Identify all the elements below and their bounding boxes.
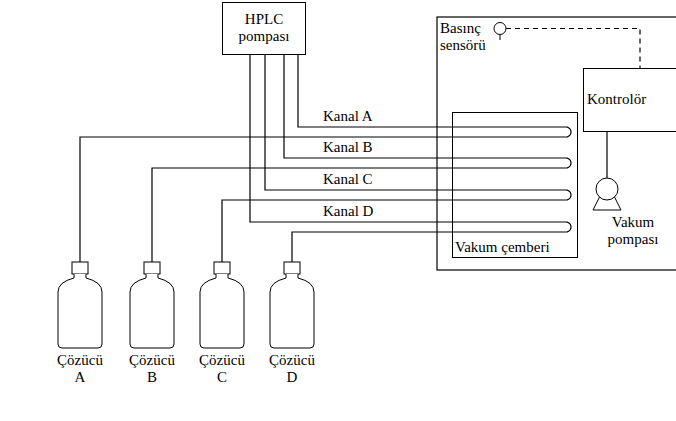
node-label: Vakum pompası [598, 214, 668, 248]
channel-label: Kanal C [322, 171, 374, 188]
channel-label: Kanal D [322, 203, 374, 220]
sensor-stem [500, 35, 501, 41]
signal-line [506, 29, 640, 69]
vacuum-chamber: Vakum çemberi [452, 112, 578, 258]
node-label: Vakum çemberi [455, 239, 575, 256]
node-label: HPLC pompası [226, 11, 302, 45]
hplc-pump-box: HPLC pompası [222, 2, 306, 55]
bottle-body [130, 274, 174, 348]
channel-tube [222, 55, 571, 262]
node-label: Çözücü C [196, 352, 248, 386]
channel-label: Kanal A [322, 108, 374, 125]
bottle-body [200, 274, 244, 348]
node-label: Çözücü A [54, 352, 106, 386]
channel-tube [80, 55, 571, 262]
channel-label: Kanal B [322, 139, 374, 156]
bottle-cap [284, 262, 300, 274]
node-label: Basınç sensörü [440, 20, 494, 54]
bottle-cap [72, 262, 88, 274]
solvent-bottle: Çözücü D [262, 262, 322, 390]
solvent-bottle: Çözücü B [122, 262, 182, 390]
pump-circle [596, 178, 618, 200]
solvent-bottle: Çözücü C [192, 262, 252, 390]
bottle-body [270, 274, 314, 348]
solvent-bottle: Çözücü A [50, 262, 110, 390]
control-line [606, 132, 607, 178]
node-label: Çözücü D [266, 352, 318, 386]
node-label: Kontrolör [587, 91, 676, 108]
sensor-circle [494, 23, 506, 35]
controller-box: Kontrolör [583, 68, 676, 132]
node-label: Çözücü B [126, 352, 178, 386]
channel-tube [250, 55, 571, 262]
bottle-body [58, 274, 102, 348]
pressure-sensor: Basınç sensörü [440, 20, 506, 56]
bottle-cap [214, 262, 230, 274]
bottle-cap [144, 262, 160, 274]
vacuum-pump: Vakum pompası [596, 178, 670, 250]
channel-tube [152, 55, 571, 262]
